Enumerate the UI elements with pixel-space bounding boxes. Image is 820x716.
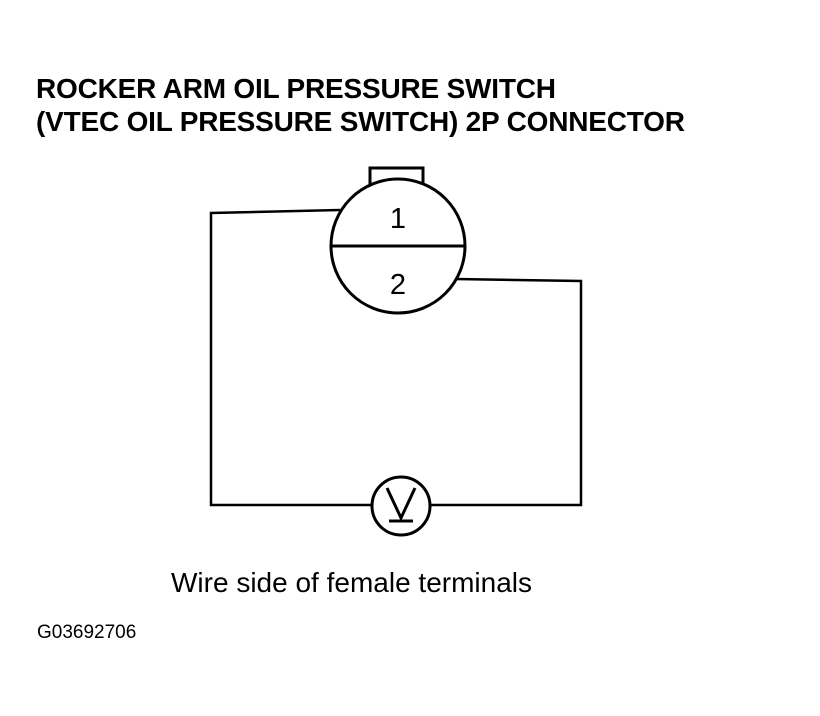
terminal-1-label: 1	[390, 203, 406, 235]
title-line-2: (VTEC OIL PRESSURE SWITCH) 2P CONNECTOR	[36, 106, 685, 137]
voltmeter-body	[370, 475, 432, 537]
terminal-2-label: 2	[390, 269, 406, 301]
voltmeter-v-mark	[385, 487, 417, 522]
figure-id: G03692706	[37, 622, 137, 643]
diagram-caption: Wire side of female terminals	[171, 567, 533, 598]
title-line-1: ROCKER ARM OIL PRESSURE SWITCH	[36, 73, 556, 104]
wire-terminal-1	[209, 208, 372, 507]
two-pin-connector: 1 2	[329, 177, 467, 315]
diagram-title: ROCKER ARM OIL PRESSURE SWITCH (VTEC OIL…	[36, 72, 806, 138]
connector-latch	[368, 166, 425, 185]
wire-terminal-2	[430, 277, 583, 507]
voltmeter-icon	[370, 475, 432, 537]
